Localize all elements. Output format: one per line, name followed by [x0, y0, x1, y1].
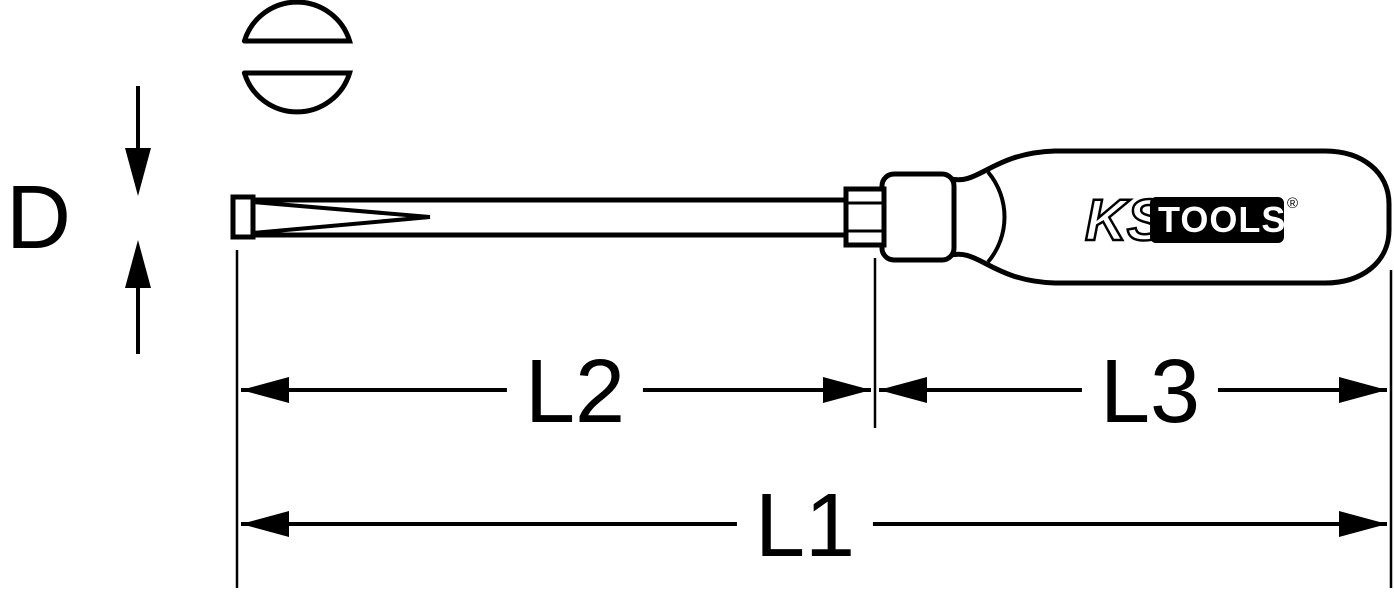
handle-groove-line — [986, 170, 1007, 264]
extension-lines — [235, 250, 1393, 588]
logo-registered-mark: ® — [1287, 195, 1298, 212]
dimension-label-l3: L3 — [1081, 347, 1219, 437]
screwdriver-drawing: KS TOOLS ® — [230, 148, 1392, 286]
handle-collar — [879, 171, 957, 263]
hex-bolster — [843, 186, 887, 248]
shaft — [253, 197, 848, 238]
logo-tools-text: TOOLS — [1158, 199, 1286, 240]
dimension-label-l2: L2 — [506, 347, 644, 437]
tip-cross-section-icon — [241, 0, 353, 115]
logo-tools-box — [1150, 197, 1284, 243]
dimension-label-l1: L1 — [736, 481, 874, 571]
d-dimension-arrows — [125, 86, 151, 354]
ks-tools-logo: KS TOOLS ® — [1084, 187, 1298, 255]
blade-grind-lines — [252, 200, 431, 235]
blade-tip — [230, 194, 256, 240]
dimension-label-d: D — [6, 168, 71, 268]
